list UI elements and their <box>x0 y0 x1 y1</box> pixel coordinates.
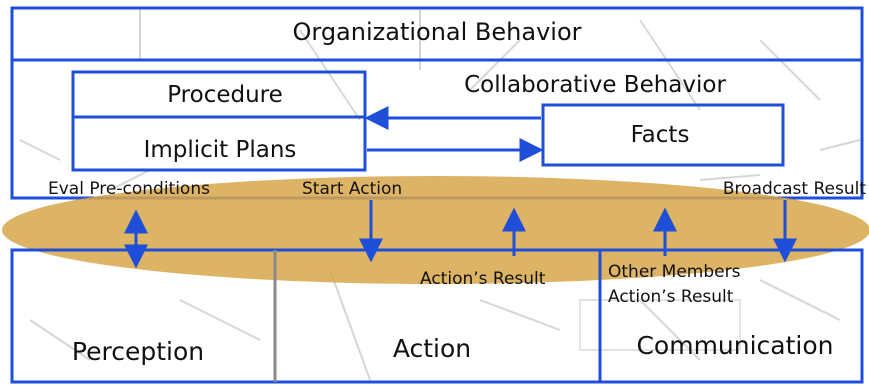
collab-behavior-label: Collaborative Behavior <box>464 72 726 98</box>
org-behavior-label: Organizational Behavior <box>292 18 581 46</box>
background-sketch <box>19 8 861 381</box>
other-members-result-label: Action’s Result <box>608 287 734 307</box>
eval-preconditions-label: Eval Pre-conditions <box>48 179 210 199</box>
facts-label: Facts <box>631 122 690 148</box>
facts-box <box>541 103 785 167</box>
interface-ellipse <box>2 176 869 284</box>
other-members-label: Other Members <box>608 262 741 282</box>
implicit-plans-label: Implicit Plans <box>144 137 297 163</box>
actions-result-label: Action’s Result <box>420 269 546 289</box>
broadcast-result-label: Broadcast Result <box>723 179 866 199</box>
bottom-box <box>10 248 864 384</box>
perception-label: Perception <box>72 337 204 366</box>
communication-label: Communication <box>636 331 833 360</box>
procedure-label: Procedure <box>167 82 283 108</box>
action-label: Action <box>393 334 471 363</box>
start-action-label: Start Action <box>302 179 402 199</box>
